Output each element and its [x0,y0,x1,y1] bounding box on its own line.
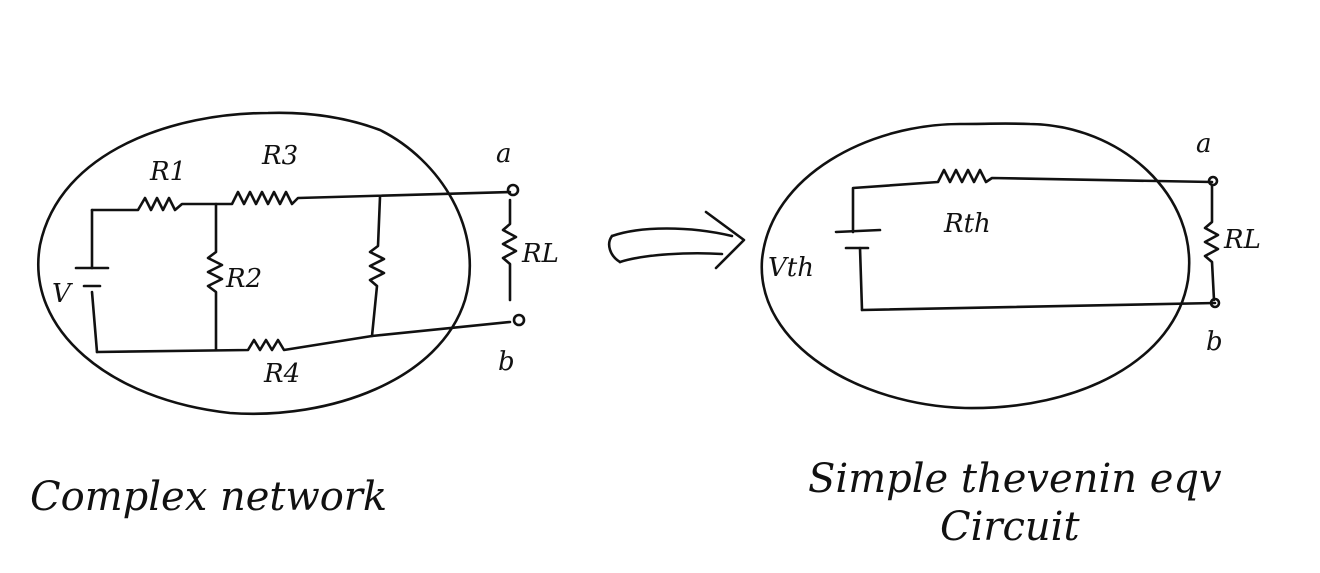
label-r1: R1 [149,157,186,187]
right-boundary-ellipse [760,122,1191,410]
right-top-wire [851,168,1214,234]
caption-thevenin-line1: Simple thevenin eqv [808,456,1222,502]
right-terminal-a [1207,175,1219,187]
right-branch [368,195,386,338]
label-rth: Rth [943,209,991,239]
terminal-b [512,313,526,327]
label-v: V [52,279,73,309]
left-vertical-wire [90,208,99,354]
right-label-a: a [1196,129,1212,159]
right-load-resistor [1203,184,1220,302]
arrow-tail [607,234,622,264]
label-r4: R4 [263,359,300,389]
complex-network: R1 R3 R2 R4 RL V a b Complex network [30,111,559,520]
transform-arrow [607,210,746,270]
right-terminal-b [1209,297,1221,309]
label-r3: R3 [261,141,298,171]
arrow-lower-stroke [618,251,724,264]
right-label-b: b [1206,327,1223,357]
label-r2: R2 [225,264,262,294]
right-left-wire [858,246,864,312]
label-a: a [496,139,512,169]
label-rl: RL [521,239,559,269]
caption-thevenin-line2: Circuit [940,504,1080,550]
caption-complex-network: Complex network [30,474,387,520]
left-top-wire [90,190,512,212]
arrow-head [704,210,746,270]
right-label-rl: RL [1223,225,1261,255]
right-bottom-wire [860,301,1217,312]
thevenin-circuit: Rth Vth RL a b Simple thevenin eqv Circu… [760,122,1261,550]
left-bottom-wire [95,320,512,354]
load-resistor [501,198,518,302]
left-boundary-ellipse [37,111,471,416]
label-vth: Vth [768,253,814,283]
label-b: b [498,347,515,377]
r2-branch [206,202,224,352]
arrow-upper-stroke [610,227,734,238]
battery-symbol [74,266,110,288]
vth-battery-symbol [834,228,882,250]
terminal-a [506,183,520,197]
